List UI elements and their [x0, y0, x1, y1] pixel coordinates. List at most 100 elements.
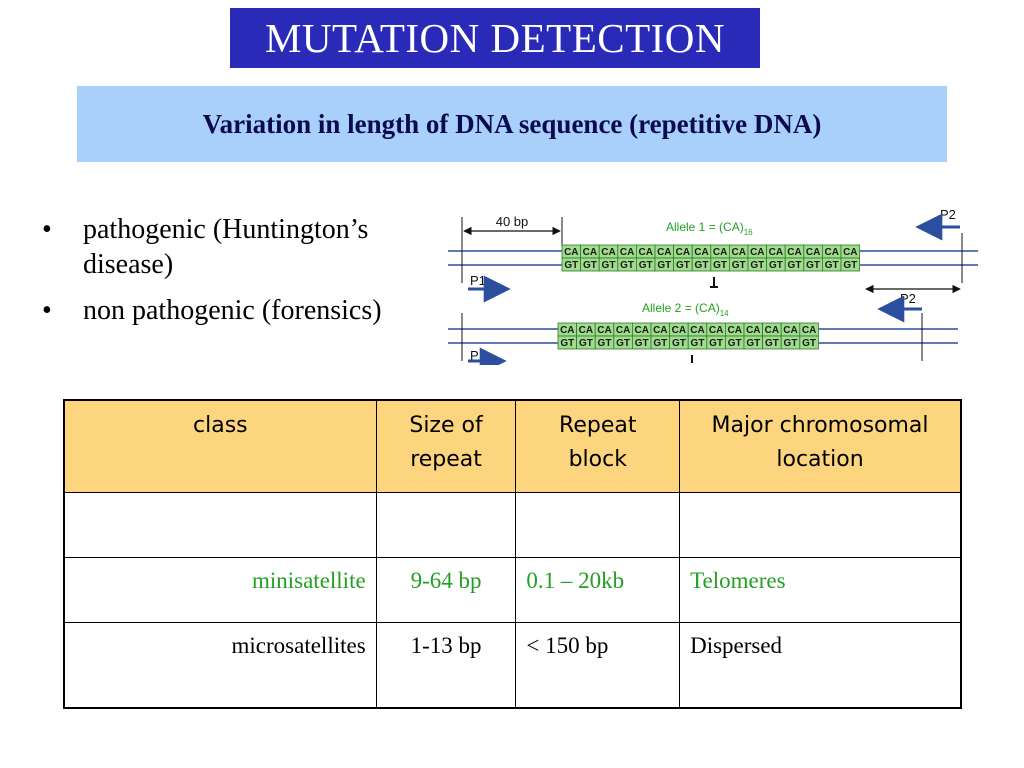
cell-location: Telomeres: [679, 557, 962, 623]
bullet-dot: •: [42, 295, 52, 326]
cell-size: 1-13 bp: [375, 622, 517, 709]
repeat-bottom-unit: GT: [594, 335, 615, 350]
svg-text:GT: GT: [732, 260, 746, 271]
cell-block: 0.1 – 20kb: [515, 557, 681, 623]
cell-class: minisatellite: [63, 557, 377, 623]
primer2-label-bottom: P2: [900, 291, 916, 306]
repeat-top-unit: CA: [598, 244, 619, 259]
repeat-bottom-unit: GT: [673, 257, 693, 272]
repeat-top-unit: CA: [743, 322, 764, 337]
svg-text:GT: GT: [806, 260, 820, 271]
repeat-bottom-unit: GT: [762, 335, 782, 350]
cell-size: [375, 492, 517, 558]
svg-text:GT: GT: [713, 260, 727, 271]
svg-text:CA: CA: [713, 247, 727, 258]
allele1-repeat-block: CAGTCAGTCAGTCAGTCAGTCAGTCAGTCAGTCAGTCAGT…: [561, 244, 861, 272]
svg-text:CA: CA: [583, 247, 597, 258]
repeat-top-unit: CA: [780, 322, 801, 337]
svg-text:GT: GT: [825, 260, 839, 271]
scale-bar-label: 40 bp: [496, 214, 529, 229]
repeat-top-unit: CA: [840, 244, 861, 259]
repeat-bottom-unit: GT: [766, 257, 786, 272]
svg-text:CA: CA: [783, 325, 797, 336]
repeat-top-unit: CA: [635, 244, 656, 259]
repeat-top-unit: CA: [762, 322, 782, 337]
table-row: minisatellite 9-64 bp 0.1 – 20kb Telomer…: [63, 557, 962, 623]
svg-text:CA: CA: [579, 325, 593, 336]
svg-text:GT: GT: [784, 338, 798, 349]
repeat-top-unit: CA: [691, 244, 712, 259]
svg-text:GT: GT: [635, 338, 649, 349]
header-class: class: [63, 399, 377, 493]
svg-text:CA: CA: [802, 325, 816, 336]
svg-text:GT: GT: [788, 260, 802, 271]
svg-text:CA: CA: [750, 247, 764, 258]
svg-text:CA: CA: [634, 325, 648, 336]
svg-text:GT: GT: [750, 260, 764, 271]
svg-text:GT: GT: [843, 260, 857, 271]
bullet-text: pathogenic (Huntington’s disease): [83, 214, 369, 280]
svg-text:GT: GT: [560, 338, 574, 349]
repeat-top-unit: CA: [561, 244, 582, 259]
repeat-bottom-unit: GT: [631, 335, 652, 350]
repeat-top-unit: CA: [724, 322, 745, 337]
svg-text:GT: GT: [691, 338, 705, 349]
svg-text:CA: CA: [787, 247, 801, 258]
allele2-label: Allele 2 = (CA)14: [642, 301, 729, 318]
svg-text:CA: CA: [597, 325, 611, 336]
repeat-bottom-unit: GT: [743, 335, 764, 350]
repeat-bottom-unit: GT: [598, 257, 619, 272]
svg-text:CA: CA: [616, 325, 630, 336]
svg-text:GT: GT: [598, 338, 612, 349]
bullet-item: • non pathogenic (forensics): [40, 293, 440, 328]
repeat-top-unit: CA: [669, 322, 689, 337]
table-row: microsatellites 1-13 bp < 150 bp Dispers…: [63, 622, 962, 709]
svg-text:CA: CA: [638, 247, 652, 258]
repeat-top-unit: CA: [617, 244, 637, 259]
repeat-top-unit: CA: [710, 244, 730, 259]
repeat-bottom-unit: GT: [728, 257, 749, 272]
svg-text:CA: CA: [731, 247, 745, 258]
repeat-top-unit: CA: [821, 244, 842, 259]
cell-location: Dispersed: [679, 622, 962, 709]
repeat-bottom-unit: GT: [669, 335, 689, 350]
svg-text:CA: CA: [806, 247, 820, 258]
repeat-top-unit: CA: [631, 322, 652, 337]
svg-text:GT: GT: [765, 338, 779, 349]
repeat-bottom-unit: GT: [840, 257, 861, 272]
bullet-dot: •: [42, 214, 52, 245]
repeat-top-unit: CA: [784, 244, 805, 259]
svg-text:GT: GT: [602, 260, 616, 271]
repeat-top-unit: CA: [650, 322, 671, 337]
repeat-bottom-unit: GT: [691, 257, 712, 272]
table-header-row: class Size of repeat Repeat block Major …: [63, 399, 962, 493]
svg-text:CA: CA: [843, 247, 857, 258]
repeat-class-table: class Size of repeat Repeat block Major …: [63, 399, 962, 709]
repeat-top-unit: CA: [580, 244, 600, 259]
svg-text:CA: CA: [564, 247, 578, 258]
repeat-top-unit: CA: [654, 244, 675, 259]
svg-text:CA: CA: [727, 325, 741, 336]
primer1-label-top: P1: [470, 273, 486, 288]
repeat-top-unit: CA: [728, 244, 749, 259]
repeat-bottom-unit: GT: [821, 257, 842, 272]
svg-text:GT: GT: [802, 338, 816, 349]
repeat-bottom-unit: GT: [580, 257, 600, 272]
slide-subtitle: Variation in length of DNA sequence (rep…: [77, 86, 947, 162]
repeat-bottom-unit: GT: [561, 257, 582, 272]
bullet-item: • pathogenic (Huntington’s disease): [40, 212, 440, 282]
allele2-repeat-block: CAGTCAGTCAGTCAGTCAGTCAGTCAGTCAGTCAGTCAGT…: [557, 322, 819, 350]
repeat-bottom-unit: GT: [803, 257, 823, 272]
repeat-top-unit: CA: [613, 322, 633, 337]
svg-text:GT: GT: [728, 338, 742, 349]
repeat-bottom-unit: GT: [635, 257, 656, 272]
svg-text:CA: CA: [620, 247, 634, 258]
svg-text:GT: GT: [564, 260, 578, 271]
repeat-top-unit: CA: [557, 322, 578, 337]
table-row: [63, 492, 962, 558]
repeat-bottom-unit: GT: [784, 257, 805, 272]
svg-text:CA: CA: [653, 325, 667, 336]
svg-text:GT: GT: [639, 260, 653, 271]
repeat-bottom-unit: GT: [747, 257, 768, 272]
svg-text:GT: GT: [672, 338, 686, 349]
